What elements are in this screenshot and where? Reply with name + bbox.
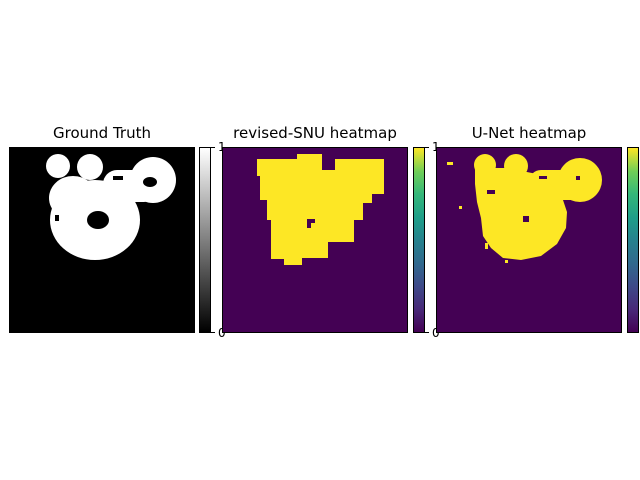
panel-title-revised-snu: revised-SNU heatmap — [233, 124, 397, 142]
colorbar-tick-min — [425, 332, 429, 333]
unet-heatmap — [437, 148, 621, 332]
colorbar-tick-min — [211, 332, 215, 333]
colorbar-tick-label-min: 0 — [218, 326, 226, 340]
heatmap-foreground-region — [447, 154, 602, 263]
revised-snu-colorbar — [413, 147, 425, 333]
panel-title-ground-truth: Ground Truth — [53, 124, 151, 142]
ground-truth-image — [9, 147, 195, 333]
heatmap-foreground-region — [257, 154, 384, 265]
revised-snu-heatmap — [223, 148, 407, 332]
colorbar-tick-label-min: 0 — [432, 326, 440, 340]
unet-heatmap-image — [436, 147, 622, 333]
colorbar-tick-label-max: 1 — [432, 140, 440, 154]
heatmap-hole-inner — [311, 223, 315, 228]
colorbar-tick-max — [211, 147, 215, 148]
colorbar-tick-max — [425, 147, 429, 148]
colorbar-tick-label-max: 1 — [218, 140, 226, 154]
ground-truth-colorbar — [199, 147, 211, 333]
mask-holes — [55, 176, 157, 229]
ground-truth-mask — [10, 148, 194, 332]
heatmap-holes — [487, 176, 580, 222]
unet-colorbar — [627, 147, 639, 333]
revised-snu-heatmap-image — [222, 147, 408, 333]
panel-title-unet: U-Net heatmap — [471, 124, 587, 142]
